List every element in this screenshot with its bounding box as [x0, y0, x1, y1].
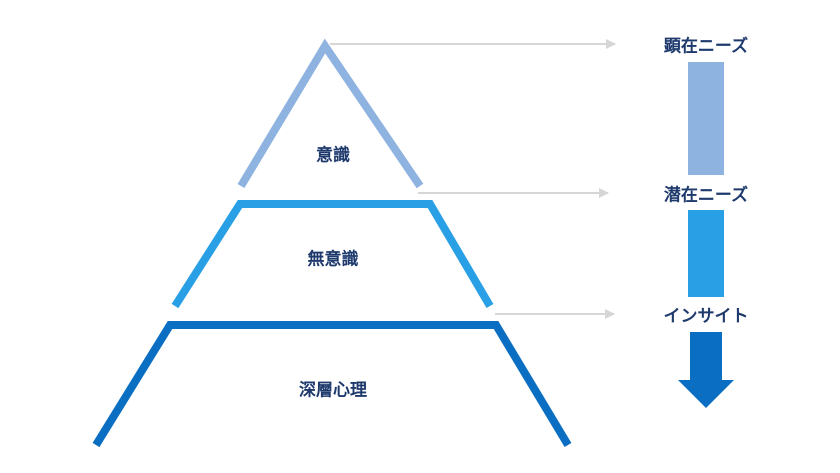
conscious-layer-triangle: [237, 38, 424, 189]
need-label-latent: 潜在ニーズ: [663, 185, 749, 206]
layer-label-conscious: 意識: [316, 145, 350, 166]
latent-to-insight-bar: [688, 210, 724, 297]
deep-psychology-layer-trapezoid: [92, 321, 572, 448]
layer-label-unconscious: 無意識: [307, 249, 359, 270]
explicit-to-latent-bar: [688, 62, 724, 175]
down-arrow-icon: [678, 332, 734, 408]
need-label-explicit: 顕在ニーズ: [663, 36, 749, 57]
layer-label-deep-psychology: 深層心理: [299, 380, 367, 401]
need-label-insight: インサイト: [663, 306, 749, 327]
unconscious-layer-trapezoid: [171, 200, 494, 309]
